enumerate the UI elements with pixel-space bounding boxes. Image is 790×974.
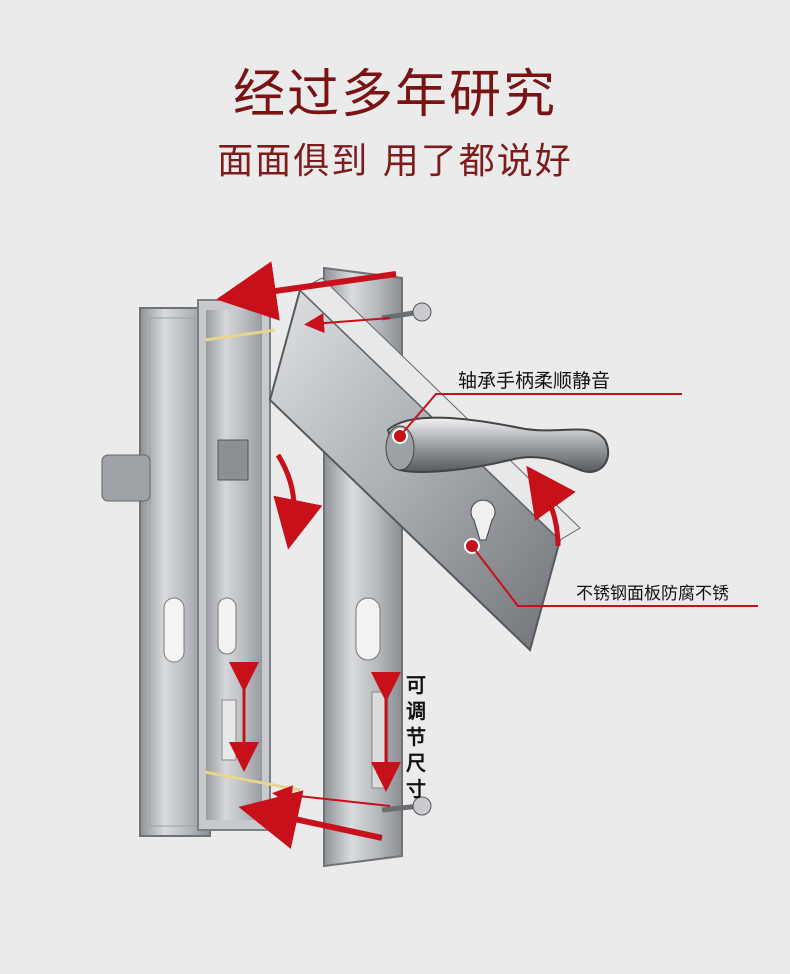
page-title: 经过多年研究 <box>232 65 557 125</box>
screw-top <box>381 302 432 322</box>
guide-rod-top <box>204 328 276 342</box>
front-cylinder-hole <box>355 597 381 661</box>
keyhole <box>470 499 496 541</box>
latch-mechanism <box>217 439 249 481</box>
screw-bottom <box>381 796 432 816</box>
callout-bearing-handle: 轴承手柄柔顺静音 <box>458 370 611 392</box>
page-subtitle: 面面俱到 用了都说好 <box>217 141 573 182</box>
mechanism-plate <box>197 299 271 831</box>
callout-leaders <box>392 393 758 607</box>
mechanism-cylinder-hole <box>217 597 237 655</box>
callout-stainless-panel: 不锈钢面板防腐不锈 <box>576 584 729 604</box>
back-plate <box>101 307 211 837</box>
lever-handle <box>385 416 610 473</box>
cylinder-hole <box>163 597 185 663</box>
spindle <box>101 454 151 502</box>
assembly-arrows <box>216 261 576 849</box>
callout-adjustable-size: 可调节尺寸 <box>406 673 426 801</box>
